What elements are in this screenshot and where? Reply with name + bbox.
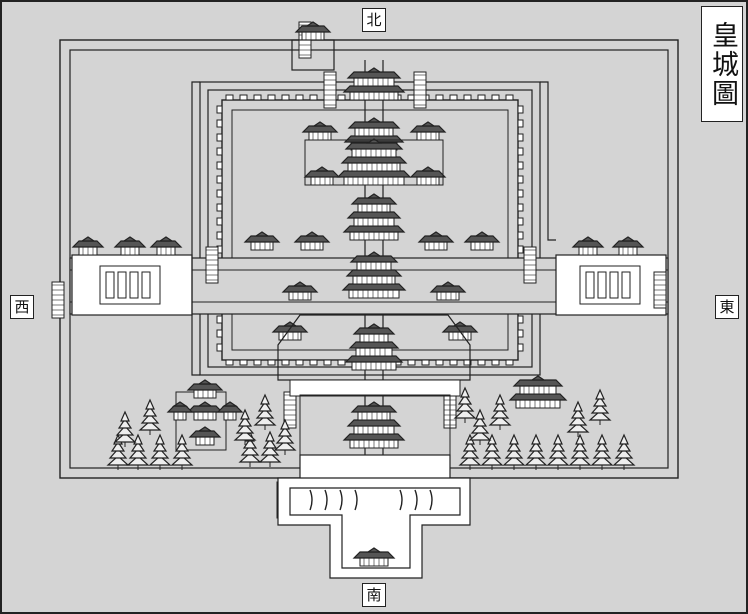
compound-pavilion <box>186 379 224 399</box>
compound-pavilion <box>216 401 244 421</box>
pine-forest <box>106 386 636 470</box>
pine-tree <box>468 408 492 445</box>
pine-tree <box>480 433 504 470</box>
pine-tree <box>253 393 277 430</box>
front-hall <box>341 251 407 299</box>
side-hall <box>429 281 467 301</box>
pine-tree <box>170 433 194 470</box>
side-hall <box>243 231 281 251</box>
pine-tree <box>612 433 636 470</box>
corner-tower <box>205 246 219 284</box>
southeast-pavilion <box>508 375 568 409</box>
gate-pavilion <box>611 236 645 256</box>
corner-tower <box>323 71 337 109</box>
pine-tree <box>273 418 297 455</box>
south-gate-pavilion <box>352 547 396 567</box>
outer-road <box>191 81 556 376</box>
side-hall <box>463 231 501 251</box>
side-hall <box>303 166 341 186</box>
pine-tree <box>566 400 590 437</box>
pine-tree <box>568 433 592 470</box>
pine-tree <box>113 410 137 447</box>
corner-tower <box>523 246 537 284</box>
main-hall-upper <box>336 138 412 186</box>
pine-tree <box>148 433 172 470</box>
south-label: 南 <box>362 583 386 607</box>
pine-tree <box>588 388 612 425</box>
side-hall <box>271 321 309 341</box>
southeast-pavilion <box>508 375 568 409</box>
compound-pavilion <box>188 426 222 446</box>
pine-tree <box>524 433 548 470</box>
corner-tower <box>413 71 427 109</box>
west-gate <box>71 254 193 316</box>
side-hall <box>417 231 455 251</box>
east-gate <box>555 254 667 316</box>
palace-halls <box>51 21 667 519</box>
compound-pavilion <box>186 401 224 421</box>
gate-pavilion <box>113 236 147 256</box>
side-hall <box>281 281 319 301</box>
side-hall <box>441 321 479 341</box>
north-label: 北 <box>362 8 386 32</box>
pine-tree <box>488 393 512 430</box>
gate-pavilion <box>571 236 605 256</box>
corner-tower <box>283 391 297 429</box>
corner-tower <box>51 281 65 319</box>
side-hall <box>409 166 447 186</box>
south-gate-hall <box>342 401 406 449</box>
compound-pavilion <box>166 401 194 421</box>
side-hall <box>301 121 339 141</box>
side-hall <box>293 231 331 251</box>
pine-tree <box>590 433 614 470</box>
middle-hall <box>342 193 406 241</box>
southwest-compound <box>166 379 244 451</box>
west-label: 西 <box>10 295 34 319</box>
southern-plaza <box>277 477 471 579</box>
side-hall <box>409 121 447 141</box>
north-gate-hall <box>342 67 406 101</box>
pine-tree <box>546 433 570 470</box>
pine-tree <box>453 386 477 423</box>
pine-tree <box>126 433 150 470</box>
map-title: 皇城圖 <box>701 6 743 122</box>
meridian-hall <box>344 323 404 371</box>
pine-tree <box>233 408 257 445</box>
pine-tree <box>502 433 526 470</box>
gate-pavilion <box>149 236 183 256</box>
corner-tower <box>653 271 667 309</box>
gate-pavilion <box>71 236 105 256</box>
pine-tree <box>138 398 162 435</box>
east-label: 東 <box>715 295 739 319</box>
